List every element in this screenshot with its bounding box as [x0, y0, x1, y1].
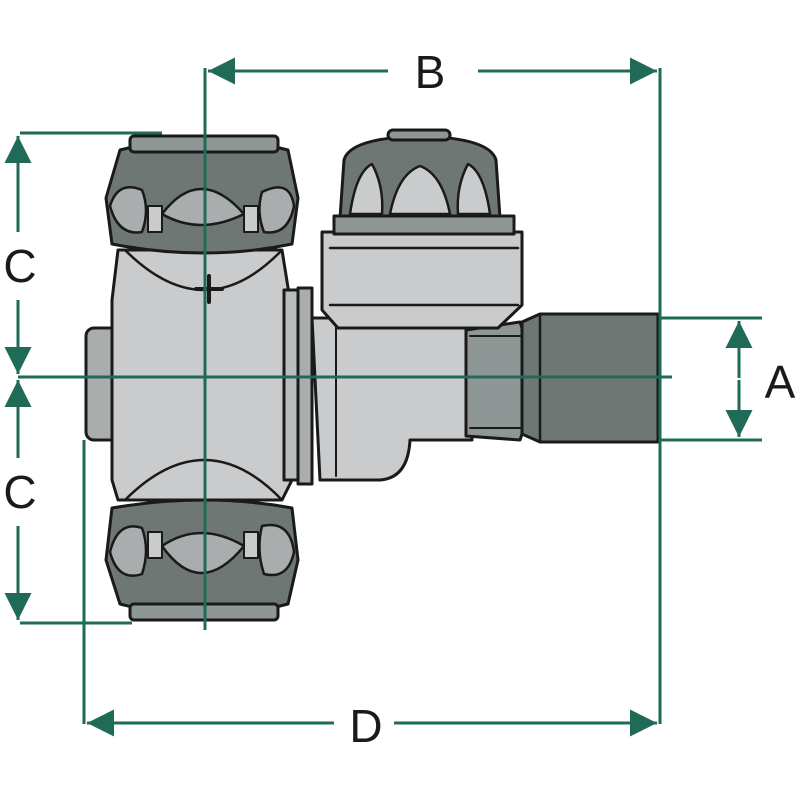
dimension-lines	[4, 57, 762, 737]
outlet-hex-nut	[464, 320, 532, 442]
valve-cap-ring	[332, 214, 516, 236]
body-flange-inner	[296, 286, 314, 486]
label-d: D	[349, 700, 382, 752]
top-nut-facets	[108, 186, 296, 234]
center-cross-icon	[194, 274, 224, 304]
valve-drawing	[84, 128, 660, 622]
outlet-elbow	[310, 316, 474, 482]
valve-cap-ribs	[348, 162, 492, 216]
bottom-nut-facets	[108, 523, 296, 577]
head-housing	[320, 230, 524, 330]
label-c-top: C	[3, 240, 36, 292]
valve-cap-top	[386, 128, 452, 142]
label-a: A	[765, 356, 796, 408]
dimension-labels: B D C C A	[3, 46, 795, 752]
label-b: B	[415, 46, 446, 98]
label-c-bottom: C	[3, 466, 36, 518]
